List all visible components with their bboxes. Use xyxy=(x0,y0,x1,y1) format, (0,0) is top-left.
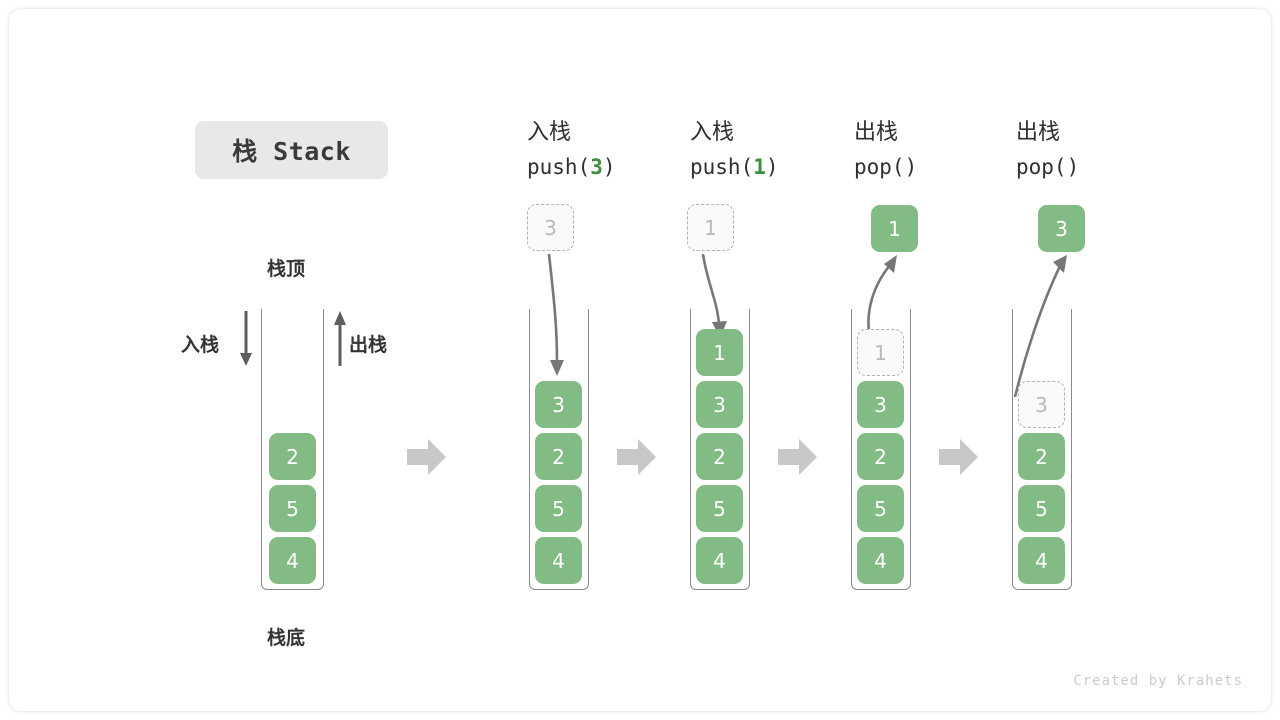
step-2-op-cn: 入栈 xyxy=(690,120,735,145)
step-3-cell-0: 1 xyxy=(857,329,904,376)
step-1-op-cn: 入栈 xyxy=(527,120,572,145)
step-2-op-code: push(1) xyxy=(690,150,779,184)
step-2-cell-4: 4 xyxy=(696,537,743,584)
step-1-cell-3: 4 xyxy=(535,537,582,584)
legend-push-arrow-icon xyxy=(240,311,252,366)
separator-arrow-icon-0 xyxy=(407,439,446,475)
step-4-pop-arrow-icon xyxy=(1013,255,1067,398)
step-2-cell-2: 2 xyxy=(696,433,743,480)
step-2-code-suffix: ) xyxy=(765,155,779,179)
step-3-op-code: pop() xyxy=(854,150,917,184)
legend-top-label: 栈顶 xyxy=(267,258,306,280)
title-badge: 栈 Stack xyxy=(195,121,388,179)
step-2-cell-3: 5 xyxy=(696,485,743,532)
step-1-cell-2: 5 xyxy=(535,485,582,532)
step-3-cell-2: 2 xyxy=(857,433,904,480)
legend-push-label: 入栈 xyxy=(181,334,220,356)
step-4-cell-3: 4 xyxy=(1018,537,1065,584)
step-2-cell-0: 1 xyxy=(696,329,743,376)
diagram-card: 栈 Stack 栈顶 入栈 出栈 2 5 4 栈底 入栈 push(3 xyxy=(8,8,1272,712)
legend-pop-label: 出栈 xyxy=(349,334,388,356)
separator-arrow-icon-3 xyxy=(939,439,978,475)
step-3-cell-1: 3 xyxy=(857,381,904,428)
legend-cell-1: 5 xyxy=(269,485,316,532)
legend-bottom-label: 栈底 xyxy=(267,627,306,649)
step-1-op-code: push(3) xyxy=(527,150,616,184)
step-3-stack-frame xyxy=(851,309,911,590)
legend-stack-frame xyxy=(261,309,324,590)
step-4-stack-frame xyxy=(1012,309,1072,590)
step-1-code-prefix: push( xyxy=(527,155,591,179)
legend-stack-group: 栈顶 入栈 出栈 2 5 4 栈底 xyxy=(9,9,429,669)
footer-credit: Created by Krahets xyxy=(1073,673,1243,689)
step-3-cell-4: 4 xyxy=(857,537,904,584)
step-4-cell-0: 3 xyxy=(1018,381,1065,428)
step-4-cell-2: 5 xyxy=(1018,485,1065,532)
step-3-op-cn: 出栈 xyxy=(854,120,899,145)
step-1-cell-1: 2 xyxy=(535,433,582,480)
legend-cell-0: 2 xyxy=(269,433,316,480)
separator-arrow-icon-1 xyxy=(617,439,656,475)
step-3-code-suffix: ) xyxy=(904,155,918,179)
step-2-cell-1: 3 xyxy=(696,381,743,428)
step-4-op-cn: 出栈 xyxy=(1016,120,1061,145)
step-1-push-arrow-icon xyxy=(547,253,564,376)
step-4-op-code: pop() xyxy=(1016,150,1079,184)
step-1-group: 入栈 push(3) 3 3 2 5 4 xyxy=(9,9,1271,711)
legend-cell-2: 4 xyxy=(269,537,316,584)
step-3-group: 出栈 pop() 1 1 3 2 5 4 xyxy=(9,9,1271,711)
step-3-code-prefix: pop( xyxy=(854,155,905,179)
step-2-code-arg: 1 xyxy=(753,155,766,179)
step-2-code-prefix: push( xyxy=(690,155,754,179)
step-3-floating-value: 1 xyxy=(871,205,918,252)
step-2-stack-frame xyxy=(690,309,750,590)
step-1-stack-frame xyxy=(529,309,589,590)
step-3-cell-3: 5 xyxy=(857,485,904,532)
legend-pop-arrow-icon xyxy=(334,311,346,366)
step-4-code-suffix: ) xyxy=(1066,155,1080,179)
step-4-code-prefix: pop( xyxy=(1016,155,1067,179)
step-2-floating-value: 1 xyxy=(687,204,734,251)
step-4-cell-1: 2 xyxy=(1018,433,1065,480)
step-1-code-arg: 3 xyxy=(590,155,603,179)
step-1-floating-value: 3 xyxy=(527,204,574,251)
separator-arrow-icon-2 xyxy=(778,439,817,475)
step-1-cell-0: 3 xyxy=(535,381,582,428)
step-4-floating-value: 3 xyxy=(1038,205,1085,252)
step-4-group: 出栈 pop() 3 3 2 5 4 xyxy=(9,9,1271,711)
step-2-group: 入栈 push(1) 1 1 3 2 5 4 xyxy=(9,9,1271,711)
step-1-code-suffix: ) xyxy=(602,155,616,179)
